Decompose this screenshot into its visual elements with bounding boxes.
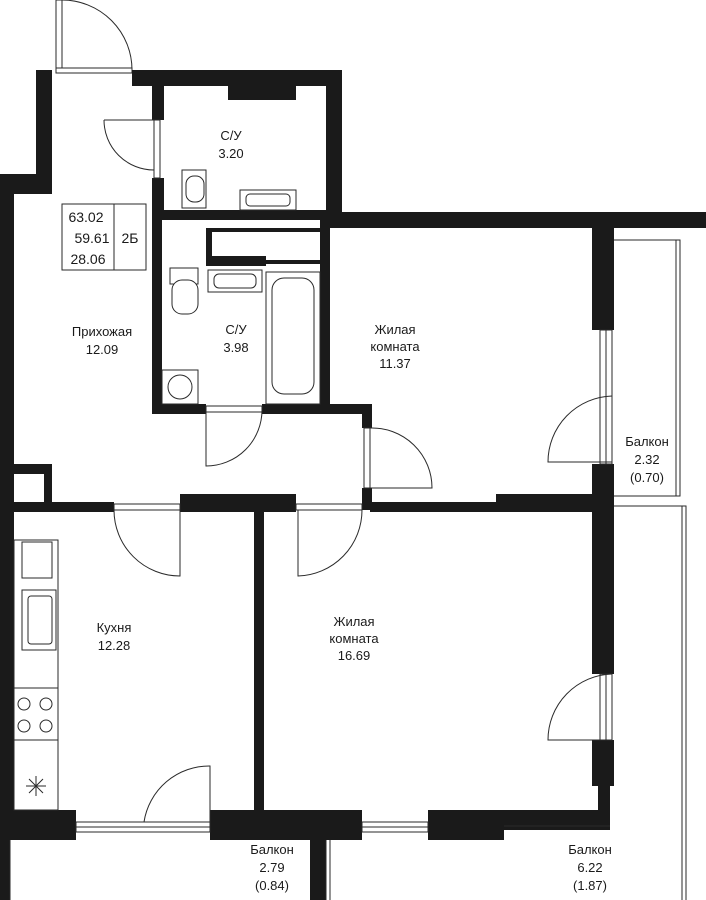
- living-large-area: 16.69: [338, 648, 371, 663]
- balcony-bottom-right-name: Балкон: [568, 842, 612, 857]
- balcony-bottom-right-area: 6.22: [577, 860, 602, 875]
- total-area: 63.02: [68, 209, 103, 225]
- balcony-bottom-left-reduced: (0.84): [255, 878, 289, 893]
- balcony-bottom-left-name: Балкон: [250, 842, 294, 857]
- room-labels: С/У 3.20 С/У 3.98 Прихожая 12.09 Жилая к…: [72, 128, 669, 893]
- hallway-area: 12.09: [86, 342, 119, 357]
- living-small-area: 11.37: [379, 356, 411, 371]
- area-without-balconies: 59.61: [74, 230, 109, 246]
- living-large-name-2: комната: [329, 631, 379, 646]
- windows: [75, 329, 613, 833]
- living-area: 28.06: [70, 251, 105, 267]
- bathroom-top-area: 3.20: [218, 146, 243, 161]
- balcony-outlines: [9, 239, 687, 900]
- kitchen-area: 12.28: [98, 638, 131, 653]
- apartment-summary: 63.02 59.61 28.06 2Б: [61, 203, 147, 271]
- entrance-door: [55, 0, 133, 74]
- balcony-right-reduced: (0.70): [630, 470, 664, 485]
- living-small-name-1: Жилая: [374, 322, 415, 337]
- balcony-bottom-left-area: 2.79: [259, 860, 284, 875]
- fixtures: [13, 169, 321, 811]
- bathroom-top-name: С/У: [220, 128, 242, 143]
- kitchen-name: Кухня: [97, 620, 132, 635]
- walls: [0, 70, 706, 900]
- balcony-right-area: 2.32: [634, 452, 659, 467]
- balcony-right-name: Балкон: [625, 434, 669, 449]
- bathroom-mid-area: 3.98: [223, 340, 248, 355]
- living-small-name-2: комната: [370, 339, 420, 354]
- bathroom-mid-name: С/У: [225, 322, 247, 337]
- apartment-type: 2Б: [122, 230, 139, 246]
- living-large-name-1: Жилая: [333, 614, 374, 629]
- doors: [103, 119, 613, 823]
- balcony-bottom-right-reduced: (1.87): [573, 878, 607, 893]
- hallway-name: Прихожая: [72, 324, 132, 339]
